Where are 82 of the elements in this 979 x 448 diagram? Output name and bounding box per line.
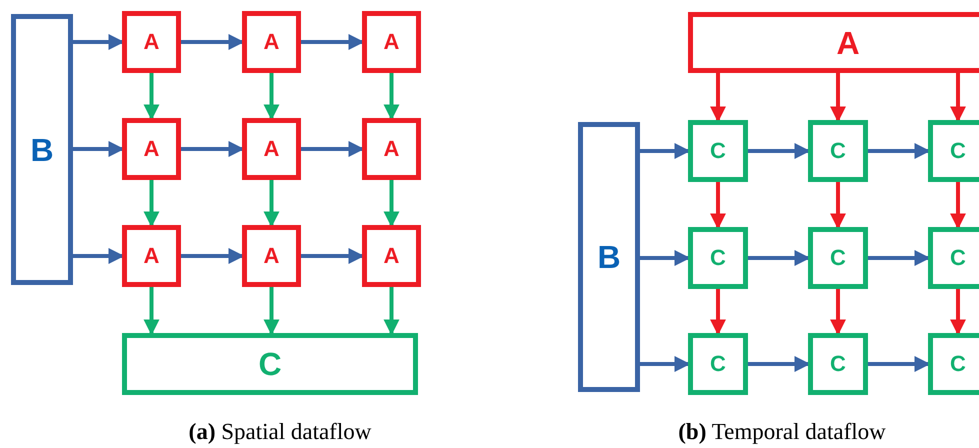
process-box: [122, 118, 181, 180]
arrow: [748, 356, 810, 372]
box-label: C: [830, 140, 846, 162]
arrow: [950, 73, 966, 122]
arrow: [748, 250, 810, 266]
box-label: A: [384, 245, 400, 267]
arrow: [264, 180, 280, 228]
arrow: [144, 287, 160, 336]
arrow: [301, 248, 364, 264]
caption: (a) Spatial dataflow: [188, 420, 372, 443]
box-label: C: [830, 353, 846, 375]
arrow: [830, 73, 846, 122]
box-label: C: [710, 140, 726, 162]
process-box: [122, 333, 418, 395]
arrow: [264, 73, 280, 120]
process-box: [928, 227, 979, 289]
arrow: [640, 143, 690, 159]
process-box: [122, 11, 181, 73]
arrow: [640, 250, 690, 266]
arrow: [710, 182, 726, 230]
arrow: [73, 248, 124, 264]
arrow: [830, 289, 846, 336]
box-label: A: [264, 31, 280, 53]
arrow: [640, 356, 690, 372]
arrow: [950, 182, 966, 230]
box-label: C: [950, 353, 966, 375]
arrow: [301, 34, 364, 50]
box-label: B: [597, 241, 621, 273]
arrow: [384, 73, 400, 120]
box-label: A: [836, 26, 860, 58]
process-box: [242, 118, 301, 180]
process-box: [578, 122, 640, 392]
process-box: [362, 118, 421, 180]
box-label: C: [258, 348, 282, 380]
box-label: C: [950, 247, 966, 269]
process-box: [11, 14, 73, 285]
arrow: [868, 250, 930, 266]
process-box: [688, 333, 748, 395]
box-label: A: [144, 31, 160, 53]
box-label: C: [950, 140, 966, 162]
arrow: [384, 180, 400, 228]
arrow: [830, 182, 846, 230]
arrow: [264, 287, 280, 336]
caption: (b) Temporal dataflow: [678, 420, 886, 443]
arrow: [868, 143, 930, 159]
box-label: A: [384, 138, 400, 160]
process-box: [928, 333, 979, 395]
arrow: [144, 180, 160, 228]
box-label: A: [144, 245, 160, 267]
box-label: C: [710, 247, 726, 269]
box-label: A: [384, 31, 400, 53]
arrow: [181, 34, 244, 50]
process-box: [688, 12, 979, 73]
arrow: [384, 287, 400, 336]
arrow: [181, 141, 244, 157]
process-box: [242, 225, 301, 287]
box-label: C: [830, 247, 846, 269]
process-box: [688, 120, 748, 182]
box-label: A: [264, 245, 280, 267]
process-box: [362, 225, 421, 287]
process-box: [362, 11, 421, 73]
arrow: [868, 356, 930, 372]
arrow: [73, 141, 124, 157]
box-label: C: [710, 353, 726, 375]
process-box: [928, 120, 979, 182]
box-label: B: [30, 134, 54, 166]
arrow: [748, 143, 810, 159]
arrow: [144, 73, 160, 120]
process-box: [808, 227, 868, 289]
arrow: [950, 289, 966, 336]
process-box: [688, 227, 748, 289]
arrow: [301, 141, 364, 157]
process-box: [808, 333, 868, 395]
process-box: [122, 225, 181, 287]
box-label: A: [144, 138, 160, 160]
process-box: [242, 11, 301, 73]
arrow: [73, 34, 124, 50]
arrow: [710, 289, 726, 336]
arrow: [710, 73, 726, 122]
process-box: [808, 120, 868, 182]
box-label: A: [264, 138, 280, 160]
arrow: [181, 248, 244, 264]
